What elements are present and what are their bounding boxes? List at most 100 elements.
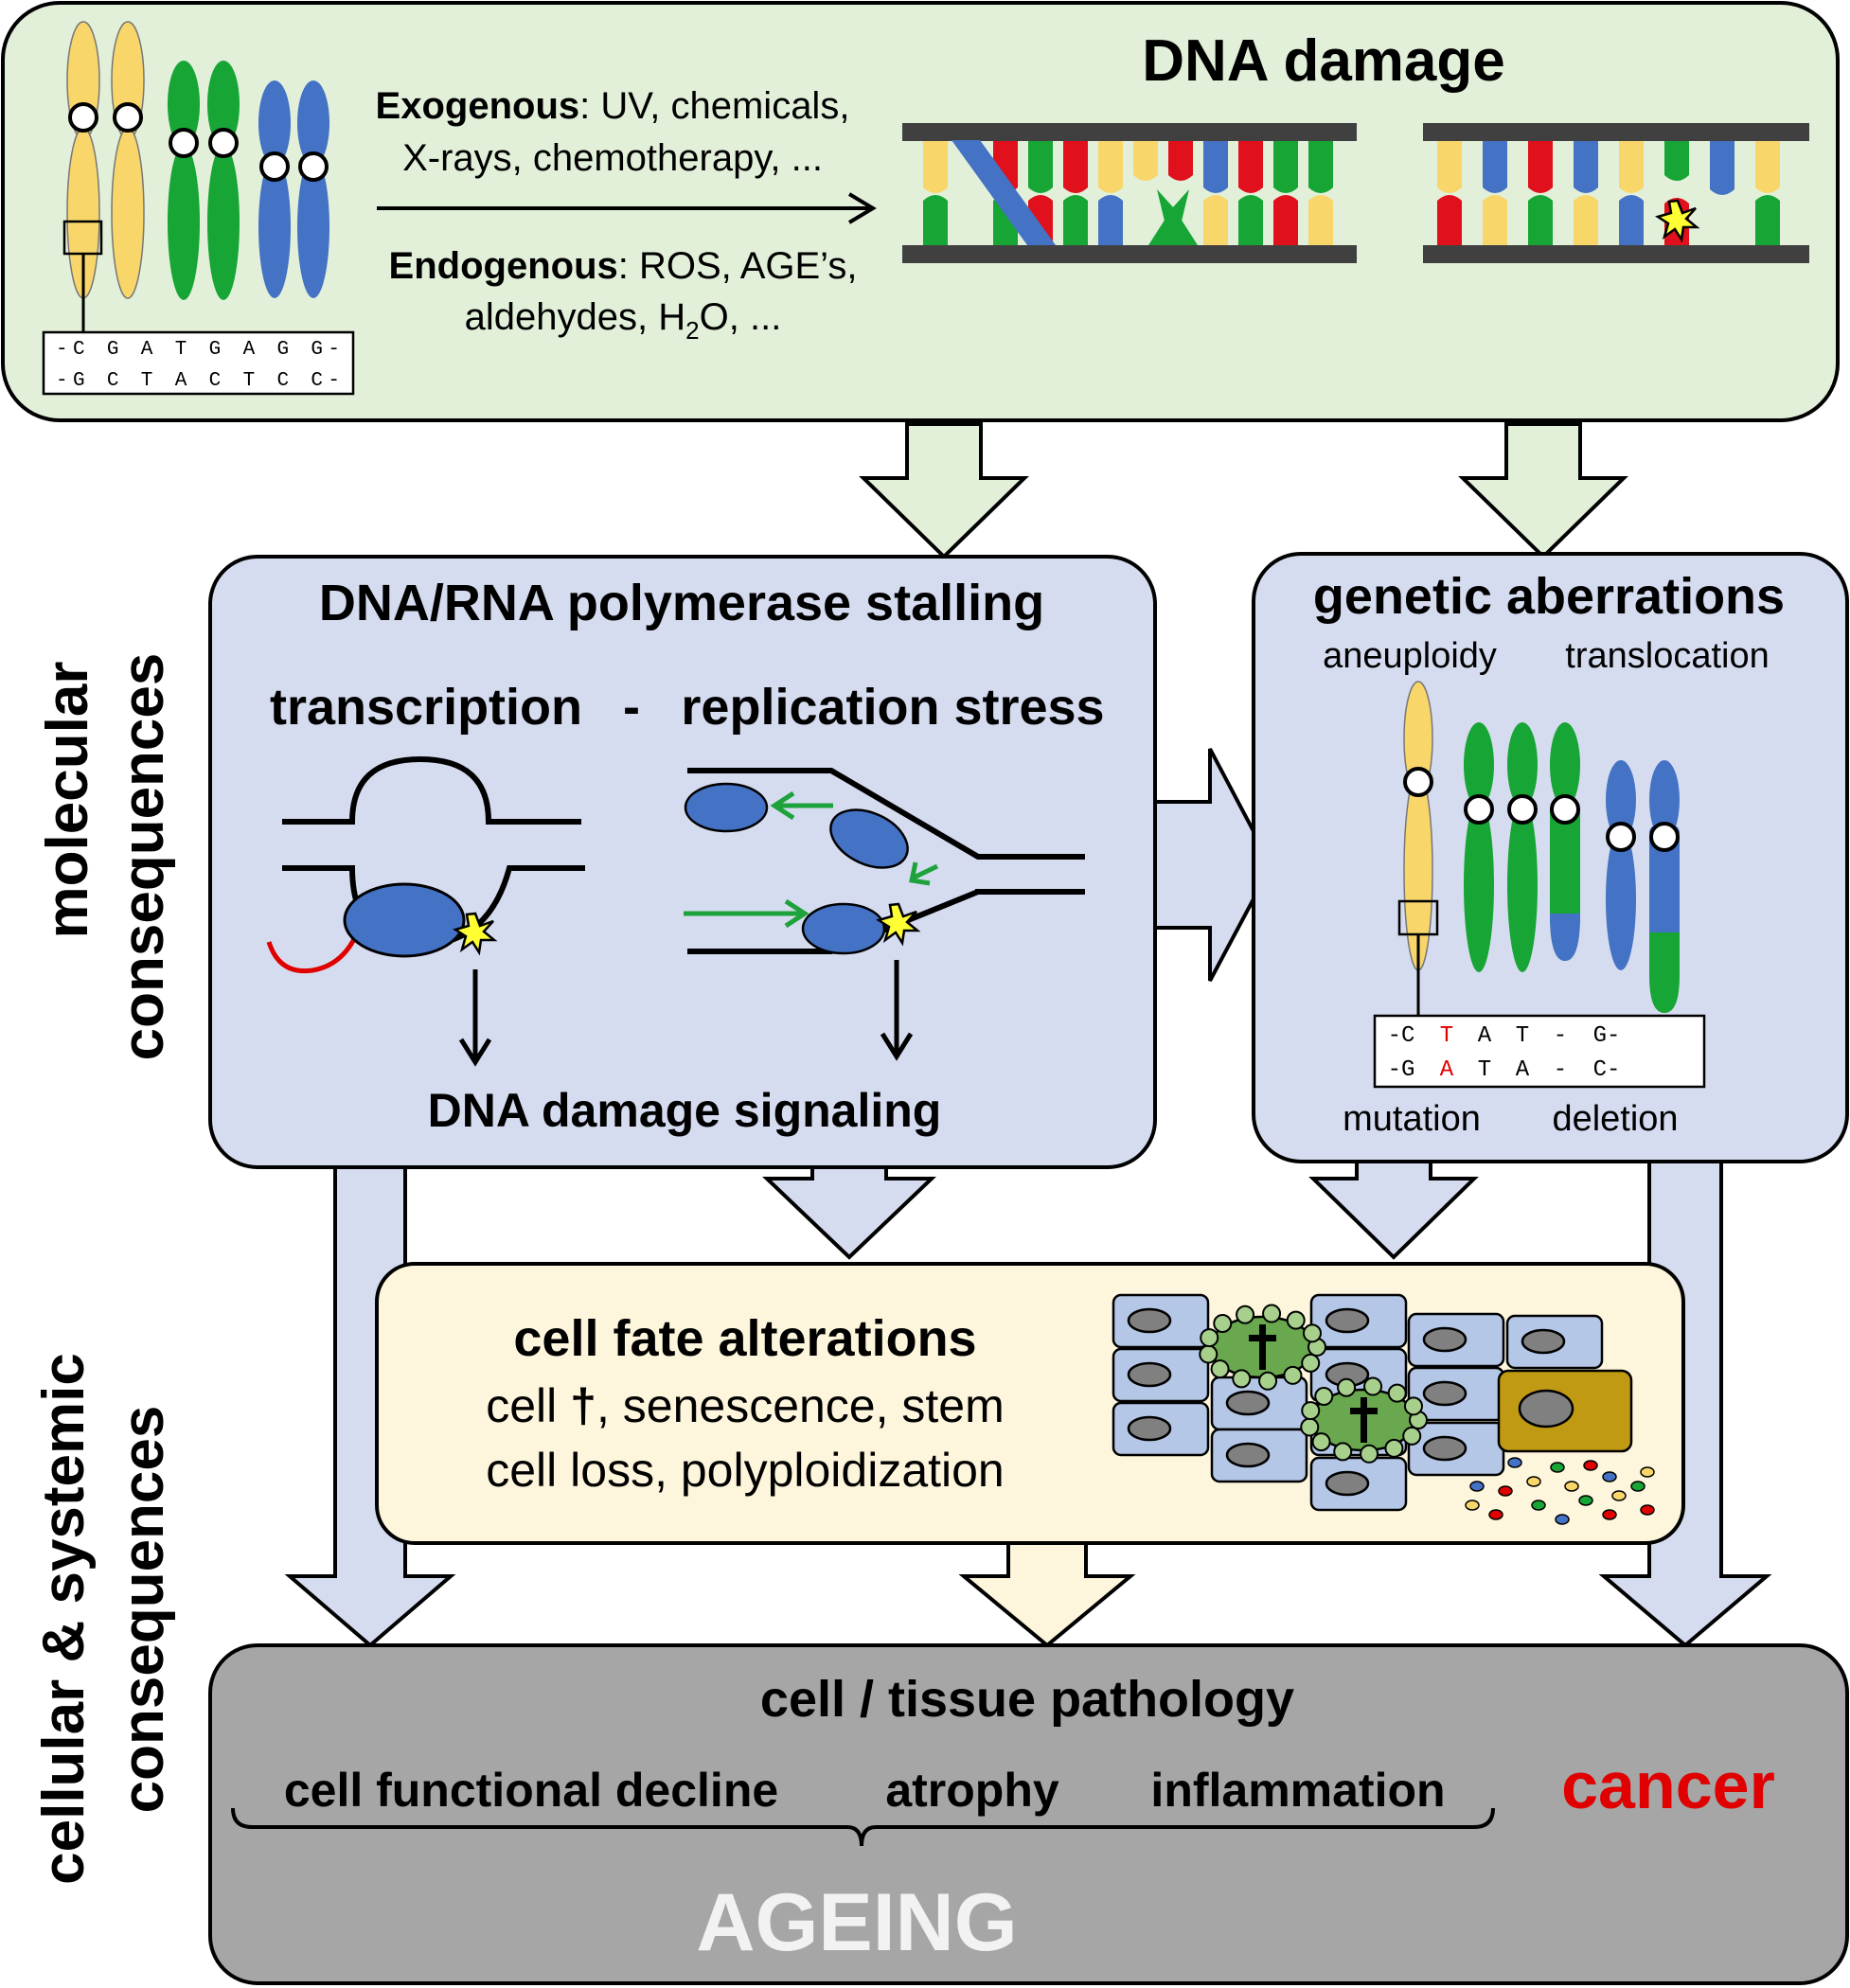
dead-cell-icon (1199, 1304, 1326, 1391)
polymerase-icon (684, 782, 769, 833)
particle (1602, 1509, 1617, 1520)
svg-text:A: A (1516, 1057, 1530, 1083)
base-pair (1063, 141, 1088, 193)
dead-cell-icon (1300, 1376, 1428, 1464)
base-pair (1133, 141, 1158, 181)
base-pair (1574, 195, 1598, 245)
atrophy-label: atrophy (885, 1764, 1059, 1817)
cell-fate-line-1: cell †, senescence, stem (486, 1379, 1005, 1432)
genetic-aberrations-panel: genetic aberrations aneuploidy transloca… (1252, 552, 1849, 1163)
base-pair (1528, 141, 1553, 193)
block-arrow-icon (958, 1536, 1136, 1648)
base-pair (1528, 195, 1553, 245)
molecular-consequences-label: molecular consequences (35, 653, 176, 1061)
base-pair (1168, 141, 1193, 181)
cell-icon (1407, 1312, 1505, 1368)
particle (1465, 1500, 1480, 1511)
cell-icon (1210, 1376, 1308, 1431)
base-pair (1238, 195, 1263, 245)
base-pair (923, 195, 948, 245)
pathology-panel: cell / tissue pathology cell functional … (208, 1643, 1849, 1985)
svg-text:-C: -C (1388, 1023, 1415, 1049)
cell-fate-line-2: cell loss, polyploidization (486, 1444, 1005, 1497)
cell-icon (1505, 1314, 1604, 1370)
particle (1583, 1460, 1598, 1471)
exogenous-line-2: X-rays, chemotherapy, ... (402, 137, 823, 179)
svg-text:A: A (1440, 1057, 1454, 1083)
base-pair (1619, 141, 1644, 193)
svg-text:-: - (1554, 1023, 1567, 1049)
tissue-illustration (1112, 1293, 1655, 1525)
base-pair (1098, 195, 1123, 245)
block-arrow-icon (762, 1161, 936, 1260)
cancer-label: cancer (1561, 1748, 1775, 1822)
polymerase-icon (343, 882, 466, 958)
cell-icon (1309, 1347, 1408, 1403)
base-pair (1483, 141, 1507, 193)
inflammation-label: inflammation (1150, 1764, 1445, 1817)
particle (1507, 1457, 1522, 1468)
mutation-sequence-top: -C T A T - G- (1388, 1023, 1621, 1049)
cell-icon (1309, 1293, 1408, 1349)
base-pair (1063, 195, 1088, 245)
base-pair (1203, 141, 1228, 193)
cross-icon (1350, 1397, 1378, 1443)
particle (1578, 1495, 1593, 1506)
base-pair (1755, 141, 1780, 193)
block-arrow-icon (1308, 1155, 1479, 1260)
block-arrow-icon (1153, 749, 1272, 981)
genetic-title: genetic aberrations (1313, 568, 1785, 625)
particle (1611, 1490, 1627, 1501)
functional-decline-label: cell functional decline (284, 1764, 778, 1817)
base-pair (1308, 195, 1333, 245)
base-pair (1308, 141, 1333, 193)
base-pair (923, 141, 948, 193)
mutation-label: mutation (1343, 1099, 1481, 1139)
base-pair (1574, 141, 1598, 193)
cell-icon (1112, 1293, 1210, 1349)
cell-icon (1112, 1401, 1210, 1457)
cell-fate-title: cell fate alterations (513, 1310, 976, 1367)
side-label-molecular-2: consequences (111, 653, 176, 1061)
sequence-box (42, 330, 355, 396)
particle (1531, 1500, 1546, 1511)
svg-text:T: T (1516, 1023, 1529, 1049)
block-arrow-icon (1458, 422, 1628, 559)
svg-text:T: T (1478, 1057, 1491, 1083)
polymerase-icon (829, 808, 909, 869)
base-pair (1437, 195, 1462, 245)
particle (1526, 1476, 1541, 1487)
particle (1640, 1466, 1655, 1478)
translocation-label: translocation (1565, 636, 1769, 676)
ageing-label: AGEING (696, 1877, 1017, 1968)
mutation-sequence-box (1373, 1014, 1706, 1089)
dna-ladder-icon (902, 123, 1357, 263)
sequence-top: -C G A T G A G G- (56, 339, 340, 361)
polymerase-title: DNA/RNA polymerase stalling (319, 575, 1044, 631)
base-pair (1483, 195, 1507, 245)
particle (1564, 1481, 1579, 1492)
particle (1498, 1485, 1513, 1497)
svg-text:C-: C- (1593, 1057, 1621, 1083)
dna-damage-title: DNA damage (1142, 28, 1505, 94)
cellular-consequences-label: cellular & systemic consequences (31, 1353, 176, 1885)
particle (1550, 1462, 1565, 1473)
cell-icon (1112, 1347, 1210, 1403)
base-pair (1710, 141, 1734, 195)
side-label-molecular-1: molecular (35, 662, 100, 939)
polymerase-stalling-panel: DNA/RNA polymerase stalling transcriptio… (208, 555, 1157, 1169)
endogenous-line-2: aldehydes, H2O, ... (465, 296, 782, 345)
svg-text:-G: -G (1388, 1057, 1415, 1083)
particle (1602, 1471, 1617, 1482)
endogenous-line: Endogenous: ROS, AGE’s, (389, 245, 858, 287)
block-arrow-icon (284, 1161, 456, 1648)
dna-damage-signaling-label: DNA damage signaling (428, 1084, 942, 1137)
cell-icon (1407, 1366, 1505, 1422)
cell-icon (1309, 1456, 1408, 1512)
base-pair (1437, 141, 1462, 193)
mutation-sequence-bottom: -G A T A - C- (1388, 1057, 1621, 1083)
svg-text:-: - (1554, 1057, 1567, 1083)
grouping-brace (231, 1807, 1495, 1847)
particle (1555, 1514, 1570, 1525)
